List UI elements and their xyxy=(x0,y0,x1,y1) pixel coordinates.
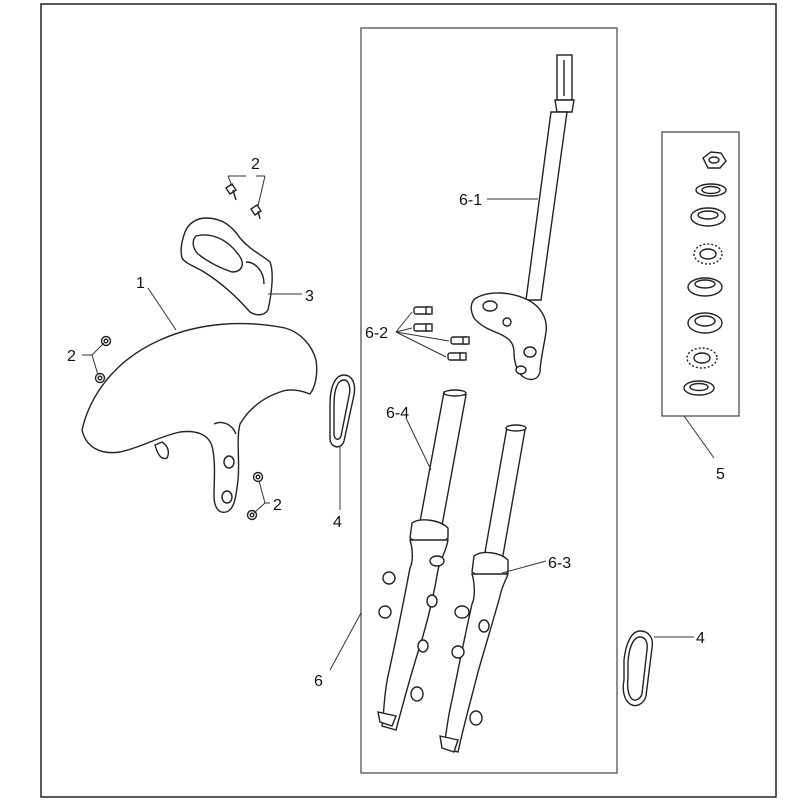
callout-3: 3 xyxy=(305,288,314,305)
callout-2-right: 2 xyxy=(273,497,282,514)
fender-bracket xyxy=(180,217,273,316)
callout-6: 6 xyxy=(314,673,323,690)
steering-stem xyxy=(470,54,575,381)
fork-assembly-group-box xyxy=(360,27,618,774)
callout-2-top: 2 xyxy=(251,156,260,173)
bolts-right xyxy=(246,471,264,521)
bolts-top xyxy=(225,183,262,220)
nuts-left xyxy=(94,335,112,384)
clamp-bolts xyxy=(413,306,470,361)
callout-2-left: 2 xyxy=(67,348,76,365)
fork-leg-left xyxy=(377,389,467,731)
callout-6-3: 6-3 xyxy=(548,555,571,572)
head-bearing-set xyxy=(683,151,727,396)
callout-4-left: 4 xyxy=(333,514,342,531)
callout-1: 1 xyxy=(136,275,145,292)
callout-6-1: 6-1 xyxy=(459,192,482,209)
seal-ring-left xyxy=(329,374,356,448)
callout-5: 5 xyxy=(716,466,725,483)
front-fender xyxy=(81,322,318,513)
bearing-set-group-box xyxy=(661,131,740,417)
seal-ring-right xyxy=(622,630,654,707)
callout-6-4: 6-4 xyxy=(386,405,409,422)
fork-leg-right xyxy=(439,424,527,753)
callout-6-2: 6-2 xyxy=(365,325,388,342)
outer-frame xyxy=(40,3,777,798)
leader-lines xyxy=(82,175,715,671)
callout-4-right: 4 xyxy=(696,630,705,647)
